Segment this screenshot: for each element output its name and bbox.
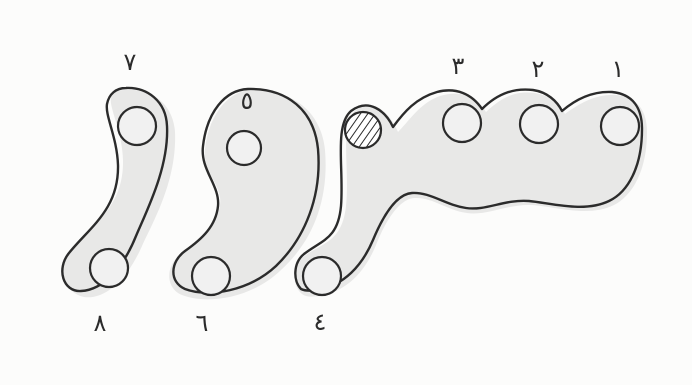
- hole-7: [118, 107, 156, 145]
- label-6: ٦: [196, 309, 209, 337]
- hole-8: [90, 249, 128, 287]
- hatched-hole: [345, 112, 381, 148]
- hole-2: [520, 105, 558, 143]
- label-8: ٨: [94, 309, 107, 337]
- label-5: ٥: [241, 87, 254, 115]
- hole-1: [601, 107, 639, 145]
- label-3: ٣: [452, 52, 465, 80]
- label-4: ٤: [314, 308, 327, 336]
- hole-4: [303, 257, 341, 295]
- label-2: ٢: [532, 55, 545, 83]
- label-7: ٧: [124, 48, 137, 76]
- hole-5: [227, 131, 261, 165]
- label-1: ١: [612, 55, 625, 83]
- hole-3: [443, 104, 481, 142]
- hole-6: [192, 257, 230, 295]
